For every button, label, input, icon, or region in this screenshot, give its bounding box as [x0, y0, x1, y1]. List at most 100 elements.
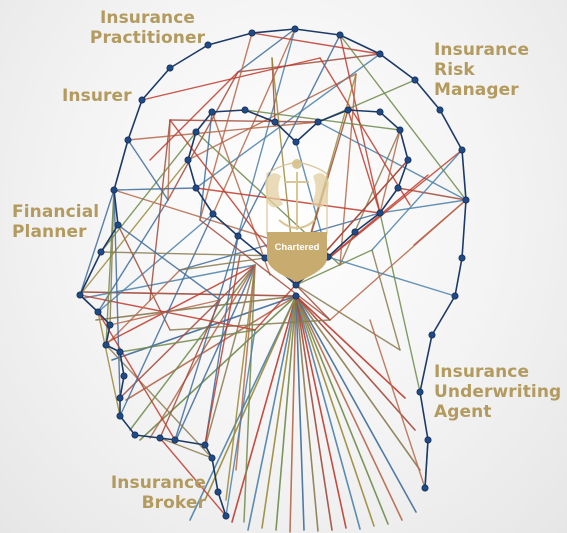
thread-fan: [175, 264, 256, 441]
thread-fan: [295, 295, 347, 529]
head-outline-path: [79, 28, 467, 517]
thread-fan: [295, 295, 417, 513]
thread-fan: [204, 295, 297, 501]
thread-line: [195, 187, 381, 214]
network-node: [131, 431, 139, 439]
network-node: [428, 331, 436, 339]
network-node: [241, 106, 249, 114]
network-node: [116, 394, 124, 402]
thread-line: [97, 311, 121, 417]
network-node: [336, 31, 344, 39]
thread-fan: [95, 295, 297, 321]
network-node: [166, 64, 174, 72]
thread-line: [319, 57, 411, 206]
thread-fan: [231, 295, 297, 523]
network-node: [97, 248, 105, 256]
thread-line: [159, 437, 227, 517]
crest-dragon-left-icon: [265, 173, 283, 208]
thread-line: [105, 344, 213, 459]
thread-line: [149, 71, 239, 161]
thread-fan: [139, 295, 297, 441]
thread-fan: [295, 295, 389, 525]
crest-dragon-right-icon: [311, 173, 329, 208]
thread-line: [295, 249, 373, 286]
thread-line: [329, 199, 467, 321]
thread-line: [169, 119, 319, 123]
thread-line: [295, 284, 401, 351]
network-node: [184, 156, 192, 164]
network-node: [214, 488, 222, 496]
thread-line: [79, 159, 189, 296]
network-node: [292, 292, 300, 300]
thread-line: [79, 189, 115, 296]
label-insurance-practitioner: Insurance Practitioner: [89, 8, 206, 48]
network-node: [404, 156, 412, 164]
thread-line: [179, 257, 266, 271]
thread-line: [371, 149, 463, 251]
network-node: [351, 228, 359, 236]
thread-line: [371, 249, 401, 351]
network-node: [156, 434, 164, 442]
network-node: [102, 341, 110, 349]
network-node: [209, 210, 217, 218]
network-node: [76, 291, 84, 299]
thread-line: [127, 121, 319, 141]
network-node: [271, 118, 279, 126]
thread-line: [251, 32, 381, 55]
thread-line: [97, 311, 176, 441]
thread-fan: [295, 295, 319, 532]
thread-line: [295, 284, 331, 321]
network-node: [451, 292, 459, 300]
head-outline: [79, 28, 467, 517]
network-node: [458, 254, 466, 262]
crest-crown-icon: [292, 159, 302, 169]
label-insurance-underwriting-agent: Insurance Underwriting Agent: [434, 362, 562, 422]
network-node: [458, 146, 466, 154]
thread-line: [105, 189, 115, 346]
thread-line: [225, 329, 256, 517]
thread-line: [369, 319, 426, 489]
thread-line: [117, 224, 171, 331]
network-node: [411, 76, 419, 84]
network-node: [396, 126, 404, 134]
thread-line: [127, 139, 169, 201]
crest-banner: [267, 232, 327, 282]
crest-anchor-icon: [278, 172, 316, 230]
thread-line: [119, 329, 256, 353]
network-node: [436, 106, 444, 114]
thread-fan: [261, 295, 297, 529]
label-insurance-risk-manager: Insurance Risk Manager: [434, 40, 530, 100]
thread-line: [187, 73, 357, 161]
thread-fan: [103, 264, 256, 345]
thread-fan: [81, 291, 297, 297]
network-node: [421, 484, 429, 492]
label-financial-planner: Financial Planner: [12, 202, 100, 242]
thread-line: [174, 235, 239, 441]
thread-line: [169, 319, 331, 331]
thread-line: [237, 28, 296, 237]
network-node: [208, 454, 216, 462]
thread-fan: [119, 264, 256, 399]
network-node: [120, 372, 128, 380]
network-nodes: [76, 25, 470, 520]
network-node: [171, 436, 179, 444]
network-node: [462, 196, 470, 204]
thread-line: [159, 299, 221, 439]
network-node: [208, 108, 216, 116]
thread-fan: [225, 264, 256, 501]
network-node: [234, 232, 242, 240]
network-node: [204, 41, 212, 49]
network-node: [138, 96, 146, 104]
thread-line: [149, 119, 171, 301]
thread-line: [159, 437, 213, 459]
network-node: [116, 412, 124, 420]
network-node: [376, 50, 384, 58]
thread-line: [167, 71, 239, 201]
thread-fan: [275, 295, 297, 531]
thread-line: [109, 299, 221, 326]
thread-fan: [243, 264, 256, 523]
thread-fan: [295, 295, 305, 531]
thread-line: [379, 212, 421, 393]
network-node: [124, 136, 132, 144]
